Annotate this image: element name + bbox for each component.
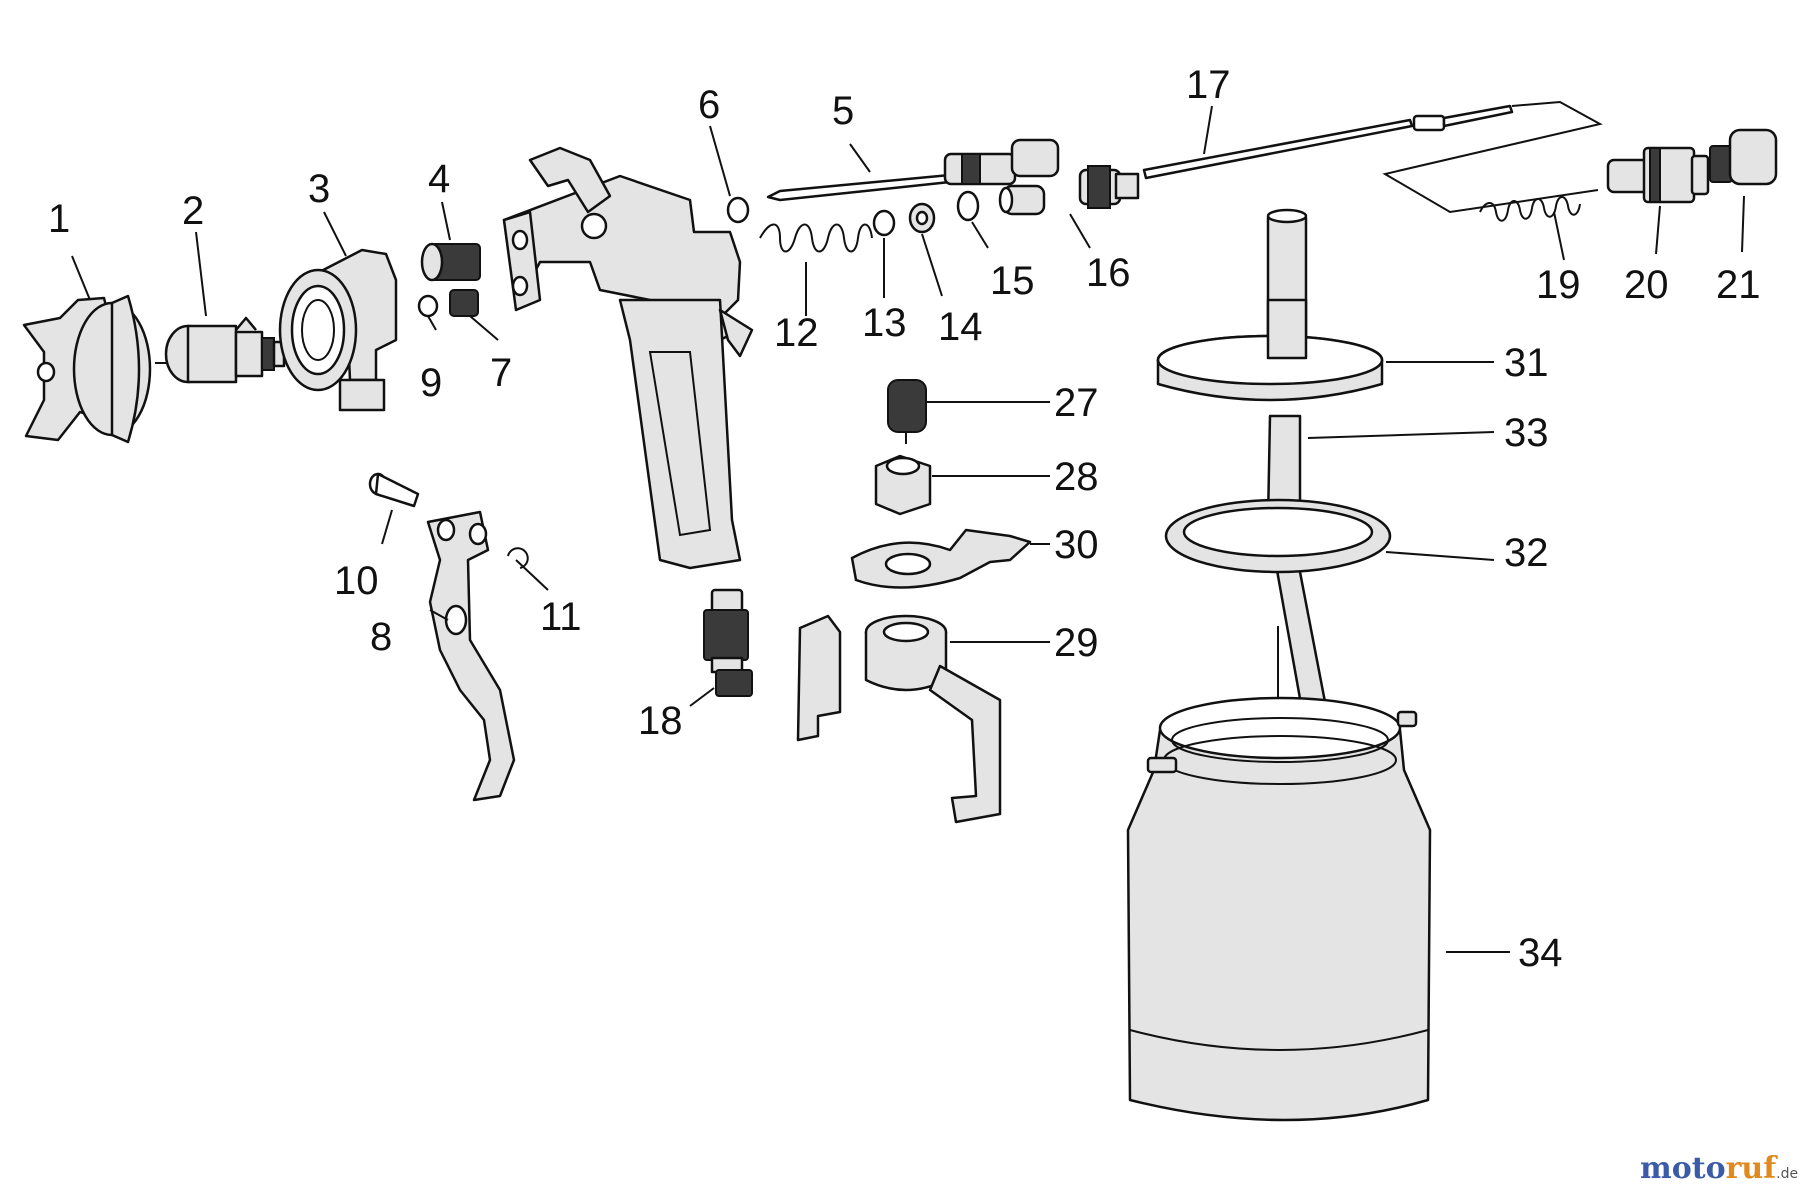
part-7-screw bbox=[449, 289, 479, 317]
callout-14: 14 bbox=[938, 305, 983, 349]
callout-21: 21 bbox=[1716, 263, 1761, 307]
part-14-washer bbox=[908, 202, 936, 234]
callout-28: 28 bbox=[1054, 455, 1099, 499]
callout-34: 34 bbox=[1518, 931, 1563, 975]
callout-19: 19 bbox=[1536, 263, 1581, 307]
part-2-fluid-nozzle bbox=[155, 316, 286, 384]
part-8-trigger bbox=[426, 510, 516, 802]
callout-30: 30 bbox=[1054, 523, 1099, 567]
callout-18: 18 bbox=[638, 699, 683, 743]
callout-15: 15 bbox=[990, 259, 1035, 303]
callout-11: 11 bbox=[540, 595, 582, 639]
part-11-clip bbox=[507, 547, 529, 569]
part-27-screw bbox=[887, 379, 927, 444]
part-19-spring bbox=[1479, 196, 1581, 222]
gun-body bbox=[502, 146, 754, 570]
callout-4: 4 bbox=[428, 157, 450, 201]
part-34-cup bbox=[1126, 626, 1432, 1122]
part-20-knob-body bbox=[1606, 146, 1710, 204]
watermark-moto: moto bbox=[1640, 1151, 1726, 1186]
callout-10: 10 bbox=[334, 559, 379, 603]
part-15-oring bbox=[956, 190, 980, 222]
callout-3: 3 bbox=[308, 167, 330, 211]
callout-20: 20 bbox=[1624, 263, 1669, 307]
part-4-adapter bbox=[420, 242, 481, 282]
callout-6: 6 bbox=[698, 83, 720, 127]
part-6-oring bbox=[726, 196, 750, 224]
part-10-pin bbox=[368, 472, 420, 508]
callout-13: 13 bbox=[862, 301, 907, 345]
callout-27: 27 bbox=[1054, 381, 1099, 425]
callout-labels: 1 2 3 4 5 6 7 8 9 10 11 12 13 14 15 16 1… bbox=[48, 63, 1761, 975]
part-1-air-cap bbox=[22, 294, 152, 444]
part-18-fitting bbox=[703, 588, 753, 697]
watermark-tld: .de bbox=[1776, 1166, 1798, 1182]
part-16-valve bbox=[998, 165, 1140, 216]
callout-32: 32 bbox=[1504, 531, 1549, 575]
part-29-bracket bbox=[796, 614, 1002, 824]
callout-33: 33 bbox=[1504, 411, 1549, 455]
part-9-washer bbox=[417, 294, 439, 318]
callout-5: 5 bbox=[832, 89, 854, 133]
part-17-needle-rod bbox=[1142, 104, 1514, 180]
part-5-needle bbox=[766, 138, 1060, 202]
part-28-nut bbox=[874, 454, 932, 516]
motoruf-watermark: motoruf.de bbox=[1640, 1151, 1798, 1186]
callout-12: 12 bbox=[774, 311, 819, 355]
part-31-lid bbox=[1156, 208, 1384, 402]
part-21-knob bbox=[1709, 128, 1778, 186]
part-30-lever bbox=[850, 528, 1032, 589]
callout-31: 31 bbox=[1504, 341, 1549, 385]
callout-2: 2 bbox=[182, 189, 204, 233]
part-12-spring bbox=[759, 223, 873, 253]
callout-8: 8 bbox=[370, 615, 392, 659]
callout-9: 9 bbox=[420, 361, 442, 405]
callout-16: 16 bbox=[1086, 251, 1131, 295]
part-3-gun-head bbox=[278, 248, 398, 412]
callout-29: 29 bbox=[1054, 621, 1099, 665]
callout-17: 17 bbox=[1186, 63, 1231, 107]
svg-text:motoruf.de: motoruf.de bbox=[1640, 1151, 1798, 1186]
callout-7: 7 bbox=[490, 351, 512, 395]
watermark-ruf: ruf bbox=[1726, 1151, 1779, 1186]
callout-1: 1 bbox=[48, 197, 70, 241]
part-32-gasket bbox=[1164, 498, 1392, 574]
part-13-washer bbox=[872, 209, 896, 237]
leader-lines bbox=[71, 105, 1745, 953]
